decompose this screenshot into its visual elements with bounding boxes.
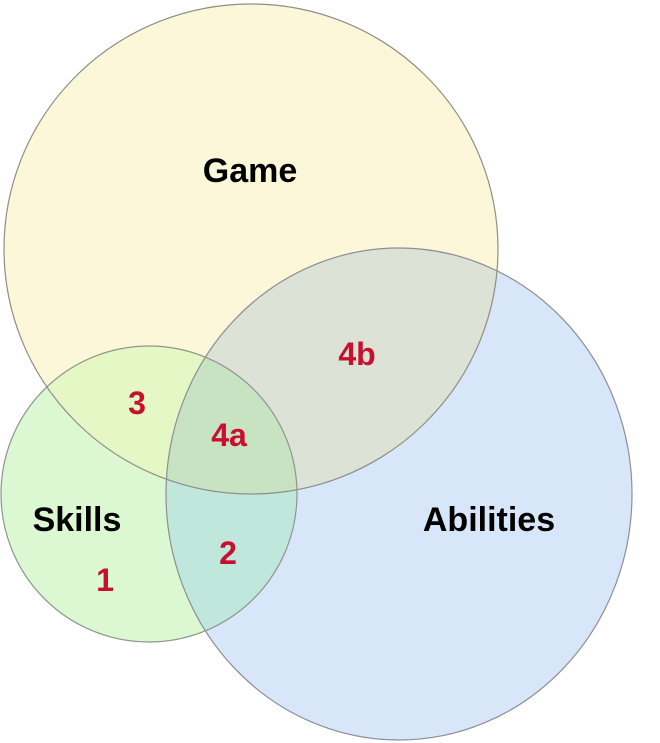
skills-outline: [0, 345, 298, 643]
triple-overlap: [166, 346, 297, 494]
region-3-label: 3: [128, 385, 146, 421]
abilities-outline: [165, 247, 633, 741]
region-4a-label: 4a: [211, 417, 247, 453]
skills-label: Skills: [33, 501, 122, 539]
region-2-label: 2: [219, 535, 237, 571]
abilities-label: Abilities: [423, 501, 555, 539]
game-outline: [3, 3, 499, 495]
game-abilities-overlap: [166, 248, 498, 494]
region-1-label: 1: [96, 562, 114, 598]
region-4b-label: 4b: [338, 336, 375, 372]
game-label: Game: [203, 152, 298, 190]
